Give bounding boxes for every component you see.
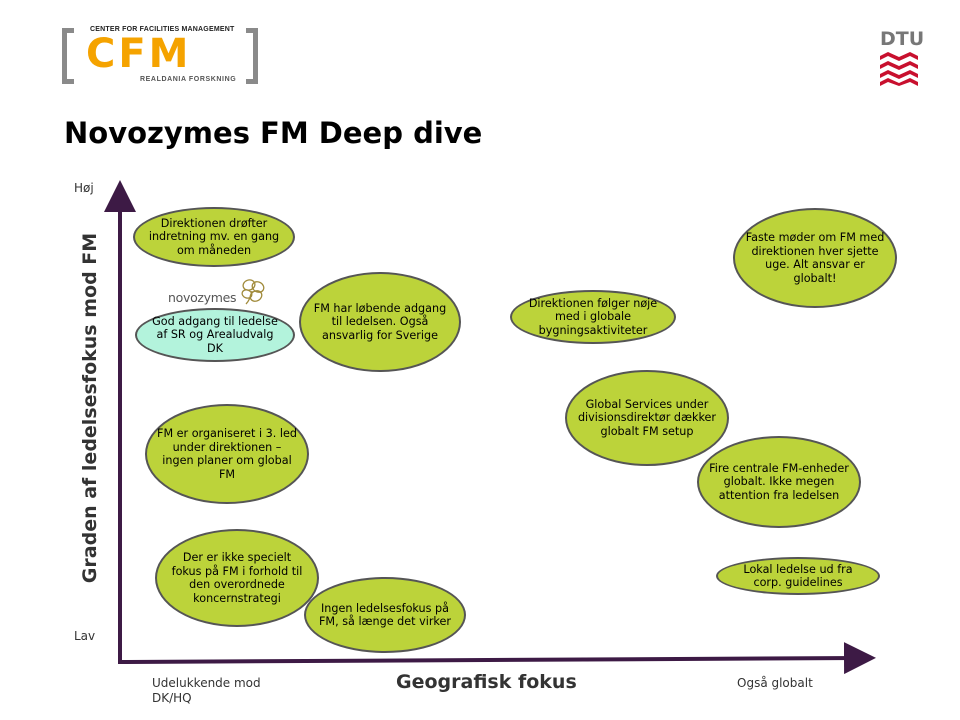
bubble-direktionen-droefter: Direktionen drøfter indretning mv. en ga… [133, 207, 295, 267]
bubble-fm-organiseret: FM er organiseret i 3. led under direkti… [145, 404, 309, 504]
dtu-logo: DTU [876, 28, 925, 86]
y-axis-high-label: Høj [74, 181, 94, 195]
dtu-logo-text: DTU [880, 28, 925, 50]
x-axis-line [117, 642, 876, 675]
bubble-faste-moeder: Faste møder om FM med direktionen hver s… [733, 208, 897, 308]
bubble-text: Ingen ledelsesfokus på FM, så længe det … [319, 601, 451, 629]
bubble-lokal-ledelse: Lokal ledelse ud fra corp. guidelines [716, 557, 880, 595]
cfm-logo-bottom-text: REALDANIA FORSKNING [140, 76, 237, 83]
bubble-text: FM har løbende adgang til ledelsen. Også… [313, 301, 447, 342]
bubble-text: Der er ikke specielt fokus på FM i forho… [171, 551, 303, 605]
bubble-ikke-specielt-fokus: Der er ikke specielt fokus på FM i forho… [155, 529, 319, 627]
bubble-direktionen-foelger: Direktionen følger nøje med i globale by… [510, 290, 676, 344]
y-axis-low-label: Lav [74, 629, 96, 643]
cfm-logo-left-bracket [62, 28, 74, 84]
bubble-fire-centrale: Fire centrale FM-enheder globalt. Ikke m… [697, 436, 861, 528]
bubble-text: Global Services under divisionsdirektør … [577, 397, 717, 438]
bubble-fm-loebende-adgang: FM har løbende adgang til ledelsen. Også… [299, 272, 461, 372]
bubble-god-adgang: God adgang til ledelse af SR og Arealudv… [135, 308, 295, 362]
x-axis-low-label: Udelukkende mod DK/HQ [152, 676, 261, 705]
novozymes-logo: novozymes [168, 276, 272, 306]
x-axis-high-label: Også globalt [737, 676, 813, 690]
novozymes-logo-text: novozymes [168, 290, 237, 305]
bubble-text: Direktionen drøfter indretning mv. en ga… [148, 216, 280, 257]
bubble-text: Fire centrale FM-enheder globalt. Ikke m… [709, 461, 849, 502]
cfm-logo: CENTER FOR FACILITIES MANAGEMENT CFM REA… [62, 24, 258, 86]
bubble-text: Lokal ledelse ud fra corp. guidelines [743, 562, 853, 590]
y-axis-label: Graden af ledelsesfokus mod FM [79, 232, 101, 584]
dtu-logo-mark-icon [880, 52, 918, 86]
x-axis-label: Geografisk fokus [396, 671, 577, 693]
cfm-logo-right-bracket [246, 28, 258, 84]
bubble-text: Direktionen følger nøje med i globale by… [528, 296, 658, 337]
bubble-ingen-ledelsesfokus: Ingen ledelsesfokus på FM, så længe det … [304, 577, 466, 653]
bubble-global-services: Global Services under divisionsdirektør … [565, 370, 729, 466]
cfm-logo-top-text: CENTER FOR FACILITIES MANAGEMENT [90, 26, 235, 33]
clover-icon [241, 279, 265, 305]
cfm-logo-main-text: CFM [86, 31, 192, 77]
bubble-text: FM er organiseret i 3. led under direkti… [157, 427, 297, 481]
page-title: Novozymes FM Deep dive [64, 116, 483, 150]
bubble-text: God adgang til ledelse af SR og Arealudv… [152, 314, 278, 355]
bubble-text: Faste møder om FM med direktionen hver s… [745, 231, 885, 285]
